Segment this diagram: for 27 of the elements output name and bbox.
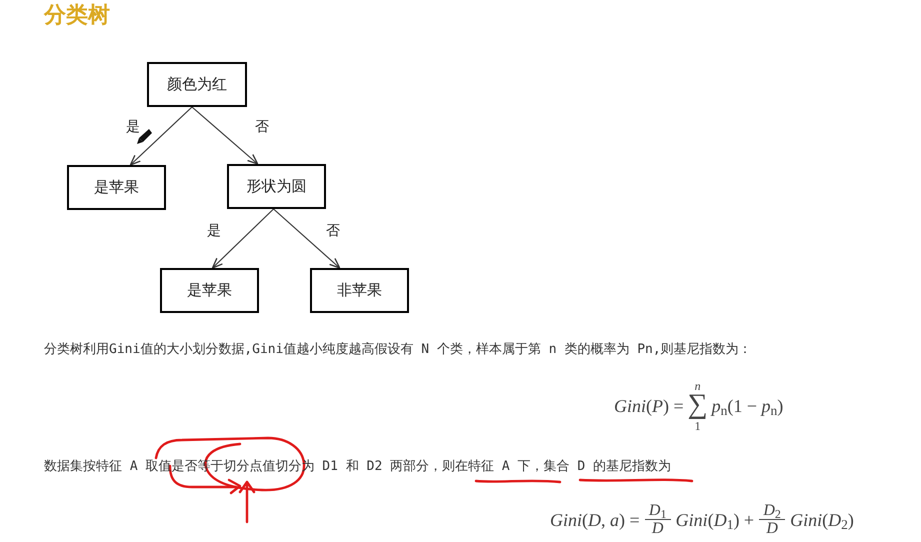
arrow: [192, 106, 258, 165]
arrow: [130, 106, 192, 166]
arrow: [273, 208, 340, 269]
formula-text: Gini(P) =: [613, 394, 685, 418]
fraction-numerator: D$_{1}$: [648, 502, 666, 519]
formula-text: Gini(D$_{2}$): [789, 508, 855, 534]
sum-limit: n: [694, 380, 701, 392]
arrow: [212, 208, 274, 269]
edge-label: 否: [326, 224, 340, 238]
fraction-denominator: D: [766, 520, 778, 538]
formula-text: Gini(D, a) =: [549, 508, 641, 532]
decision-box: 颜色为红: [147, 62, 247, 107]
leaf-box: 非苹果: [310, 268, 409, 313]
edge-label: 否: [255, 120, 269, 134]
decision-box: 形状为圆: [227, 164, 326, 209]
leaf-box: 是苹果: [67, 165, 166, 210]
formula-text: Gini(D$_{1}$) +: [674, 508, 756, 534]
edge-label: 是: [126, 120, 140, 134]
page-title: 分类树: [44, 3, 110, 29]
fraction-numerator: D$_{2}$: [763, 502, 781, 519]
edge-label: 是: [207, 224, 221, 238]
fraction-denominator: D: [652, 520, 664, 538]
sum-symbol: ∑: [688, 392, 708, 418]
leaf-box: 是苹果: [160, 268, 259, 313]
formula-text: p$_{n}$(1 − p$_{n}$): [710, 394, 784, 420]
sum-limit: 1: [694, 420, 701, 432]
body-text: 分类树利用Gini值的大小划分数据,Gini值越小纯度越高假设有 N 个类，样本属于第 n 类的概率为 Pn,则基尼指数为：: [44, 341, 752, 359]
